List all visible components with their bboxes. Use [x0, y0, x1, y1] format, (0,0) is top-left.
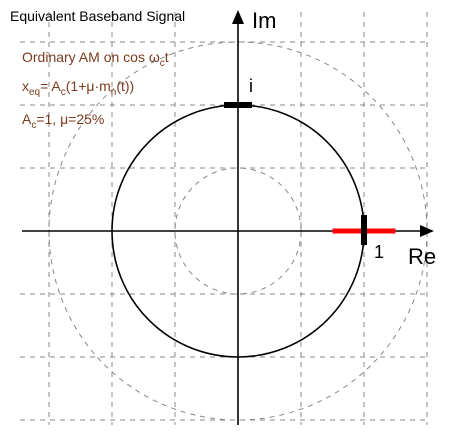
diagram-title: Equivalent Baseband Signal	[10, 8, 185, 24]
imag-axis-arrow	[232, 10, 244, 24]
real-axis-label: Re	[408, 244, 436, 269]
annotation-line3: Ac=1, μ=25%	[22, 111, 104, 131]
annotation-line1: Ordinary AM on cos ωct	[22, 49, 169, 69]
imag-axis-label: Im	[252, 8, 276, 33]
real-axis-arrow	[420, 225, 434, 237]
annotation-line2: xeq= Ac(1+μ·mn(t))	[22, 78, 134, 98]
unit-imag-label: i	[249, 76, 253, 96]
unit-real-label: 1	[374, 242, 384, 262]
grid	[20, 12, 430, 425]
